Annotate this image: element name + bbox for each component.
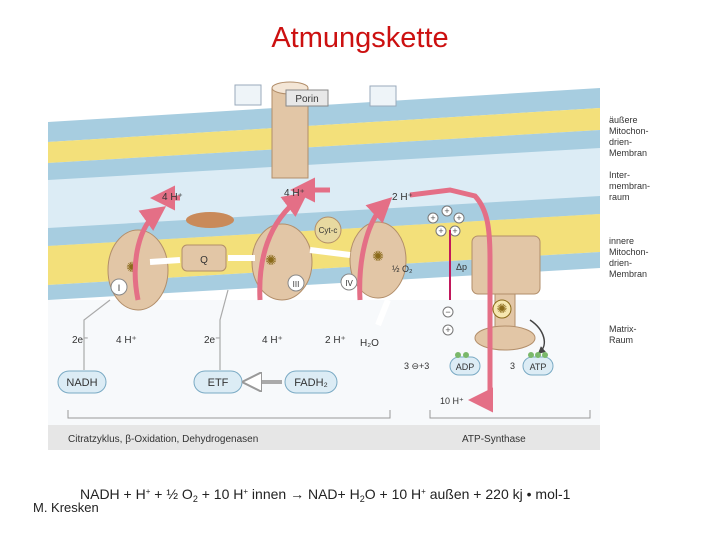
complex-4-label: IV	[345, 279, 353, 288]
etf-label: ETF	[208, 377, 229, 389]
atp-synthase	[471, 235, 541, 351]
equation-part-3: + 10 H	[197, 486, 244, 502]
flavoprotein-blob	[186, 212, 234, 228]
equation-part-4: innen → NAD+ H	[248, 486, 360, 502]
complex-3-iron-icon: ✺	[265, 252, 277, 268]
svg-text:+: +	[438, 226, 443, 236]
h-bot-2: 4 H⁺	[262, 335, 283, 346]
svg-text:+: +	[444, 206, 449, 216]
complex-3-label: III	[293, 280, 300, 289]
synthase-label: ATP-Synthase	[462, 434, 526, 445]
nadh-label: NADH	[66, 377, 97, 389]
svg-text:innere: innere	[609, 236, 634, 246]
complex-1-iron-icon: ✺	[126, 259, 138, 275]
svg-text:Raum: Raum	[609, 335, 633, 345]
h-bot-1: 4 H⁺	[116, 335, 137, 346]
svg-text:drien-: drien-	[609, 137, 632, 147]
equation-part-2: + ½ O	[150, 486, 193, 502]
adp-prefix: 3 ⊖+3	[404, 361, 429, 371]
equation-sup-3: +	[421, 487, 426, 496]
equation-part-6: außen + 220 kj • mol-1	[425, 486, 571, 502]
bottom-banner	[48, 425, 600, 450]
h-top-3: 2 H⁺	[392, 192, 413, 203]
svg-text:+: +	[456, 213, 461, 223]
outer-membrane-label: äußere Mitochon- drien- Membran	[609, 115, 649, 158]
bottom-brackets	[67, 410, 591, 419]
q-pool	[181, 244, 227, 272]
h-top-2: 4 H⁺	[284, 188, 305, 199]
atp-prefix: 3	[510, 361, 515, 371]
nadh-box	[57, 370, 107, 394]
svg-text:äußere: äußere	[609, 115, 638, 125]
fadh2-box	[284, 370, 338, 394]
complex-1-label: I	[118, 283, 121, 293]
equation-part-5: O + 10 H	[364, 486, 422, 502]
h2o-label: H₂O	[360, 338, 379, 349]
cytc-label: Cyt-c	[319, 226, 338, 235]
porin-label: Porin	[295, 94, 318, 105]
matrix-label: Matrix- Raum	[609, 324, 637, 345]
equation-part-1: NADH + H	[80, 486, 146, 502]
svg-text:raum: raum	[609, 192, 630, 202]
h-top-1: 4 H⁺	[162, 192, 183, 203]
slide-title: Atmungskette	[271, 22, 449, 54]
svg-text:Inter-: Inter-	[609, 170, 630, 180]
svg-text:Mitochon-: Mitochon-	[609, 126, 649, 136]
citrate-label: Citratzyklus, β-Oxidation, Dehydrogenase…	[68, 434, 258, 445]
svg-text:+: +	[430, 213, 435, 223]
equation-sup-1: +	[145, 487, 151, 496]
svg-text:Mitochon-: Mitochon-	[609, 247, 649, 257]
atp-synthase-rotor-icon: ✺	[497, 301, 508, 316]
svg-text:−: −	[445, 307, 450, 317]
adp-box	[449, 352, 481, 376]
fadh2-label: FADH₂	[294, 377, 328, 389]
reaction-equation: NADH + H+ + ½ O2 + 10 H+ innen → NAD+ H2…	[80, 486, 570, 504]
q-label: Q	[200, 255, 208, 266]
svg-text:drien-: drien-	[609, 258, 632, 268]
h-bot-3: 2 H⁺	[325, 335, 346, 346]
svg-text:+: +	[445, 325, 450, 335]
proton-pump-arrows	[132, 177, 493, 413]
adp-label: ADP	[456, 362, 475, 372]
half-o2-label: ½ O₂	[392, 264, 413, 274]
equation-sub-1: 2	[192, 494, 198, 504]
cytochrome-c	[314, 216, 342, 244]
svg-text:Membran: Membran	[609, 269, 647, 279]
svg-text:Membran: Membran	[609, 148, 647, 158]
substrate-arrows	[83, 289, 229, 370]
e-2: 2e⁻	[204, 335, 220, 346]
electron-arrows	[149, 247, 391, 327]
outer-membrane	[48, 88, 600, 180]
synthase-output-arrow	[529, 319, 546, 354]
h10-label: 10 H⁺	[440, 396, 464, 406]
e-1: 2e⁻	[72, 335, 88, 346]
proton-gradient: + + + + + − +	[427, 205, 465, 336]
intermembrane-label: Inter- membran- raum	[609, 170, 650, 202]
equation-sub-2: 2	[359, 494, 365, 504]
complex-4-iron-icon: ✺	[372, 248, 384, 264]
svg-text:+: +	[452, 226, 457, 236]
delta-p-label: Δp	[456, 262, 467, 272]
svg-text:membran-: membran-	[609, 181, 650, 191]
porin-label-box	[285, 89, 329, 107]
atp-label: ATP	[530, 362, 547, 372]
inner-membrane-label: innere Mitochon- drien- Membran	[609, 236, 649, 279]
equation-sup-2: +	[243, 487, 249, 496]
complex-1	[107, 229, 169, 311]
author: M. Kresken	[33, 500, 99, 515]
atp-box	[522, 352, 554, 376]
svg-text:Matrix-: Matrix-	[609, 324, 637, 334]
